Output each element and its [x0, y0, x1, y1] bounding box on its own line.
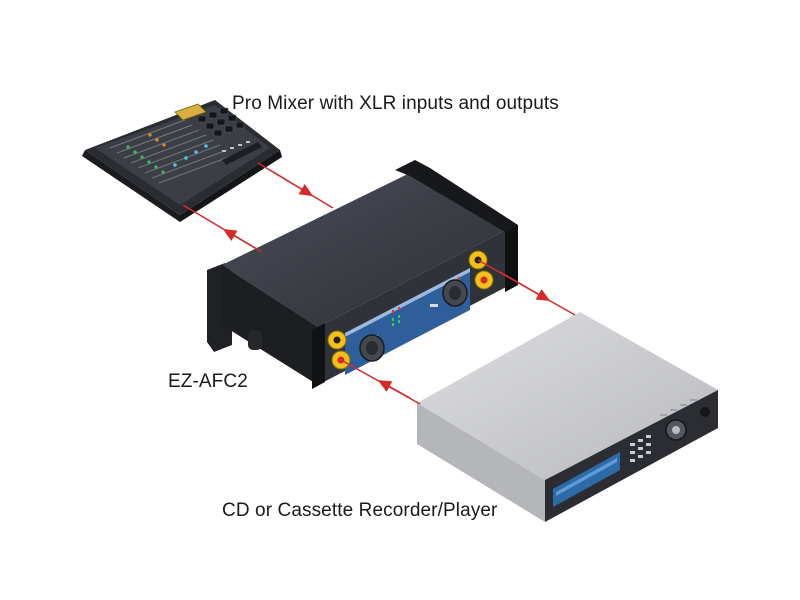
mixer-label: Pro Mixer with XLR inputs and outputs	[232, 93, 559, 114]
mixer-console-icon	[82, 100, 282, 222]
signal-lines	[182, 162, 576, 405]
cd-player-icon	[417, 312, 718, 522]
audio-converter-icon	[207, 160, 518, 389]
player-label: CD or Cassette Recorder/Player	[222, 500, 498, 521]
converter-label: EZ-AFC2	[168, 371, 248, 392]
